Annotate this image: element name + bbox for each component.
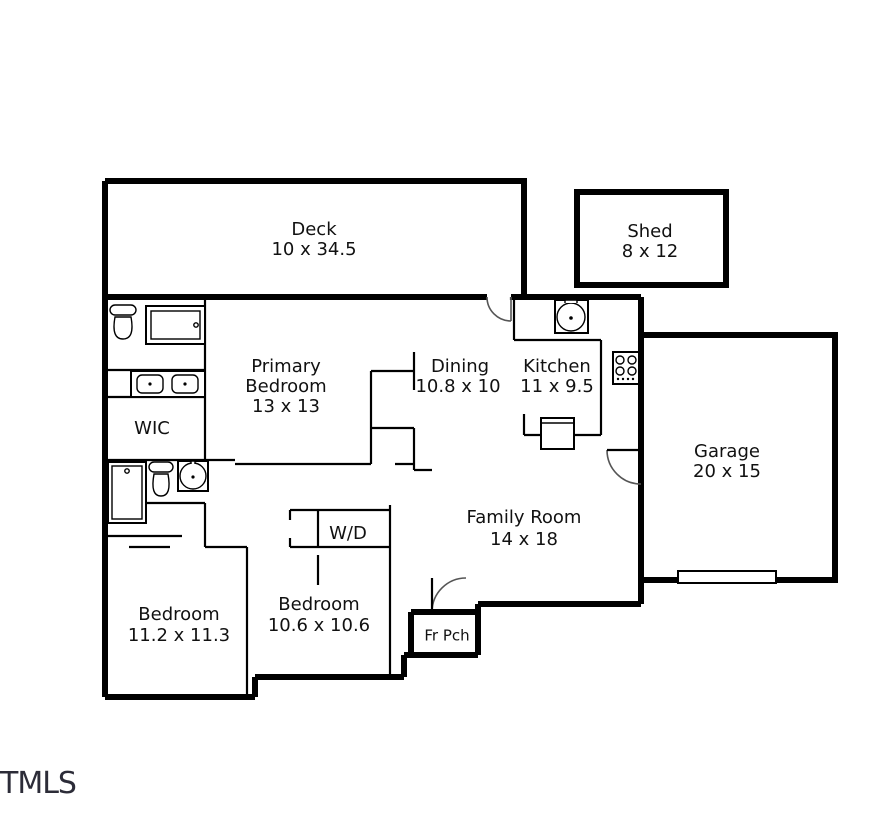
doors bbox=[430, 296, 642, 613]
primary-bath-fixtures bbox=[109, 304, 206, 398]
label-shed-dim: 8 x 12 bbox=[622, 241, 678, 262]
counter-appliance-icon bbox=[540, 417, 575, 450]
label-primary-bedroom: Primary Bedroom 13 x 13 bbox=[245, 356, 326, 417]
label-bedroom-3-dim: 10.6 x 10.6 bbox=[268, 615, 370, 636]
label-garage-dim: 20 x 15 bbox=[693, 461, 761, 482]
kitchen-fixtures bbox=[540, 299, 640, 450]
label-bedroom-2-dim: 11.2 x 11.3 bbox=[128, 625, 230, 646]
label-wic-name: WIC bbox=[134, 418, 170, 439]
label-primary-bedroom-name-1: Primary bbox=[251, 356, 321, 377]
label-primary-bedroom-name-2: Bedroom bbox=[245, 376, 326, 397]
label-dining-name: Dining bbox=[431, 356, 489, 377]
label-deck-name: Deck bbox=[291, 219, 337, 240]
deck-to-dining-door bbox=[486, 296, 513, 322]
label-family-room: Family Room 14 x 18 bbox=[467, 507, 582, 550]
label-laundry-name: W/D bbox=[329, 523, 367, 544]
cooktop-range-icon bbox=[612, 351, 640, 385]
label-family-room-name: Family Room bbox=[467, 507, 582, 528]
label-shed: Shed 8 x 12 bbox=[622, 221, 678, 262]
family-to-garage-door bbox=[606, 448, 642, 485]
label-dining-dim: 10.8 x 10 bbox=[415, 376, 500, 397]
label-family-room-dim: 14 x 18 bbox=[490, 529, 558, 550]
bathtub-icon bbox=[145, 305, 206, 345]
label-laundry: W/D bbox=[329, 523, 367, 544]
front-porch-door bbox=[430, 577, 467, 613]
label-bedroom-2: Bedroom 11.2 x 11.3 bbox=[128, 604, 230, 646]
label-shed-name: Shed bbox=[627, 221, 672, 242]
room-labels: Deck 10 x 34.5 Shed 8 x 12 Primary Bedro… bbox=[128, 219, 761, 646]
label-bedroom-3: Bedroom 10.6 x 10.6 bbox=[268, 594, 370, 636]
label-front-porch: Fr Pch bbox=[424, 627, 469, 645]
label-deck: Deck 10 x 34.5 bbox=[271, 219, 356, 260]
label-wic: WIC bbox=[134, 418, 170, 439]
toilet-icon bbox=[148, 461, 174, 497]
label-garage-name: Garage bbox=[694, 441, 760, 462]
tmls-watermark: TMLS bbox=[0, 766, 77, 801]
garage-door bbox=[677, 570, 777, 584]
double-vanity-icon bbox=[130, 370, 206, 398]
label-bedroom-2-name: Bedroom bbox=[138, 604, 219, 625]
label-front-porch-name: Fr Pch bbox=[424, 627, 469, 645]
label-primary-bedroom-dim: 13 x 13 bbox=[252, 396, 320, 417]
label-deck-dim: 10 x 34.5 bbox=[271, 239, 356, 260]
label-kitchen: Kitchen 11 x 9.5 bbox=[520, 356, 594, 397]
kitchen-sink-icon bbox=[554, 299, 589, 334]
label-bedroom-3-name: Bedroom bbox=[278, 594, 359, 615]
hall-bath-fixtures bbox=[107, 460, 209, 524]
label-kitchen-dim: 11 x 9.5 bbox=[520, 376, 594, 397]
label-kitchen-name: Kitchen bbox=[523, 356, 591, 377]
toilet-icon bbox=[109, 304, 137, 340]
shower-icon bbox=[107, 461, 147, 524]
round-sink-icon bbox=[177, 460, 209, 492]
room-shed bbox=[574, 189, 729, 288]
room-garage bbox=[641, 332, 838, 584]
label-dining: Dining 10.8 x 10 bbox=[415, 356, 500, 397]
label-garage: Garage 20 x 15 bbox=[693, 441, 761, 482]
